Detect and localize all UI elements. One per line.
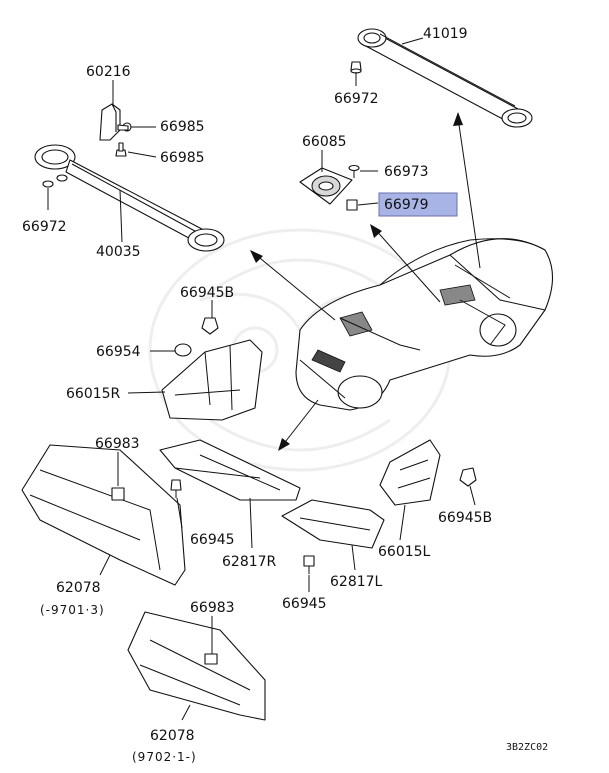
highlight-66979 xyxy=(378,192,458,217)
clip-66945-b[interactable] xyxy=(303,555,315,574)
bolt-66983-a[interactable] xyxy=(111,487,125,501)
label-41019[interactable]: 41019 xyxy=(423,26,468,42)
diagram-code: 3B2ZC02 xyxy=(506,742,548,753)
label-40035[interactable]: 40035 xyxy=(96,244,141,260)
clip-66954[interactable] xyxy=(174,343,192,357)
label-62078-late[interactable]: 62078 xyxy=(150,728,195,744)
label-66954[interactable]: 66954 xyxy=(96,344,141,360)
clip-66945B-right[interactable] xyxy=(459,467,477,487)
label-66015L[interactable]: 66015L xyxy=(378,544,431,560)
label-62078-early-range: (-9701·3) xyxy=(40,603,105,617)
part-labels: 41019 66972 60216 66985 66985 66085 6697… xyxy=(22,26,548,764)
splash-shield-66015R[interactable] xyxy=(161,339,263,421)
label-66015R[interactable]: 66015R xyxy=(66,386,121,402)
label-66985-a[interactable]: 66985 xyxy=(160,119,205,135)
label-66945-b[interactable]: 66945 xyxy=(282,596,327,612)
label-66979[interactable]: 66979 xyxy=(384,197,429,213)
mount-66085[interactable] xyxy=(299,167,353,205)
strut-bar-41019[interactable] xyxy=(357,28,533,128)
leader-lines xyxy=(47,37,476,721)
label-66945-a[interactable]: 66945 xyxy=(190,532,235,548)
nut-66972-top[interactable] xyxy=(350,61,362,74)
direction-arrows xyxy=(250,112,481,451)
label-62078-late-range: (9702·1-) xyxy=(132,750,197,764)
bolt-66985-a[interactable] xyxy=(117,122,132,132)
grille-62078-early[interactable] xyxy=(21,444,186,586)
label-62817R[interactable]: 62817R xyxy=(222,554,277,570)
label-66945B-right[interactable]: 66945B xyxy=(438,510,492,526)
strut-bar-40035[interactable] xyxy=(34,144,225,252)
label-66985-b[interactable]: 66985 xyxy=(160,150,205,166)
grille-62078-late[interactable] xyxy=(127,611,266,721)
label-66945B-left[interactable]: 66945B xyxy=(180,285,234,301)
label-66085[interactable]: 66085 xyxy=(302,134,347,150)
label-66983-b[interactable]: 66983 xyxy=(190,600,235,616)
splash-shield-66015L[interactable] xyxy=(379,439,441,506)
clip-66945B-left[interactable] xyxy=(201,317,219,335)
label-66972-left[interactable]: 66972 xyxy=(22,219,67,235)
label-66973[interactable]: 66973 xyxy=(384,164,429,180)
under-cover-62817L[interactable] xyxy=(281,499,385,549)
label-66972-top[interactable]: 66972 xyxy=(334,91,379,107)
car-outline xyxy=(295,238,553,411)
screw-66973[interactable] xyxy=(348,164,360,179)
bracket-60216[interactable] xyxy=(99,103,121,141)
nut-66979[interactable] xyxy=(346,199,358,211)
label-66983-a[interactable]: 66983 xyxy=(95,436,140,452)
label-62817L[interactable]: 62817L xyxy=(330,574,383,590)
label-62078-early[interactable]: 62078 xyxy=(56,580,101,596)
label-60216[interactable]: 60216 xyxy=(86,64,131,80)
under-cover-62817R[interactable] xyxy=(159,439,301,501)
clip-66945-a[interactable] xyxy=(170,479,182,498)
bolt-66985-b[interactable] xyxy=(115,142,127,157)
nuts-66972-left[interactable] xyxy=(42,174,68,188)
bolt-66983-b[interactable] xyxy=(204,653,218,665)
